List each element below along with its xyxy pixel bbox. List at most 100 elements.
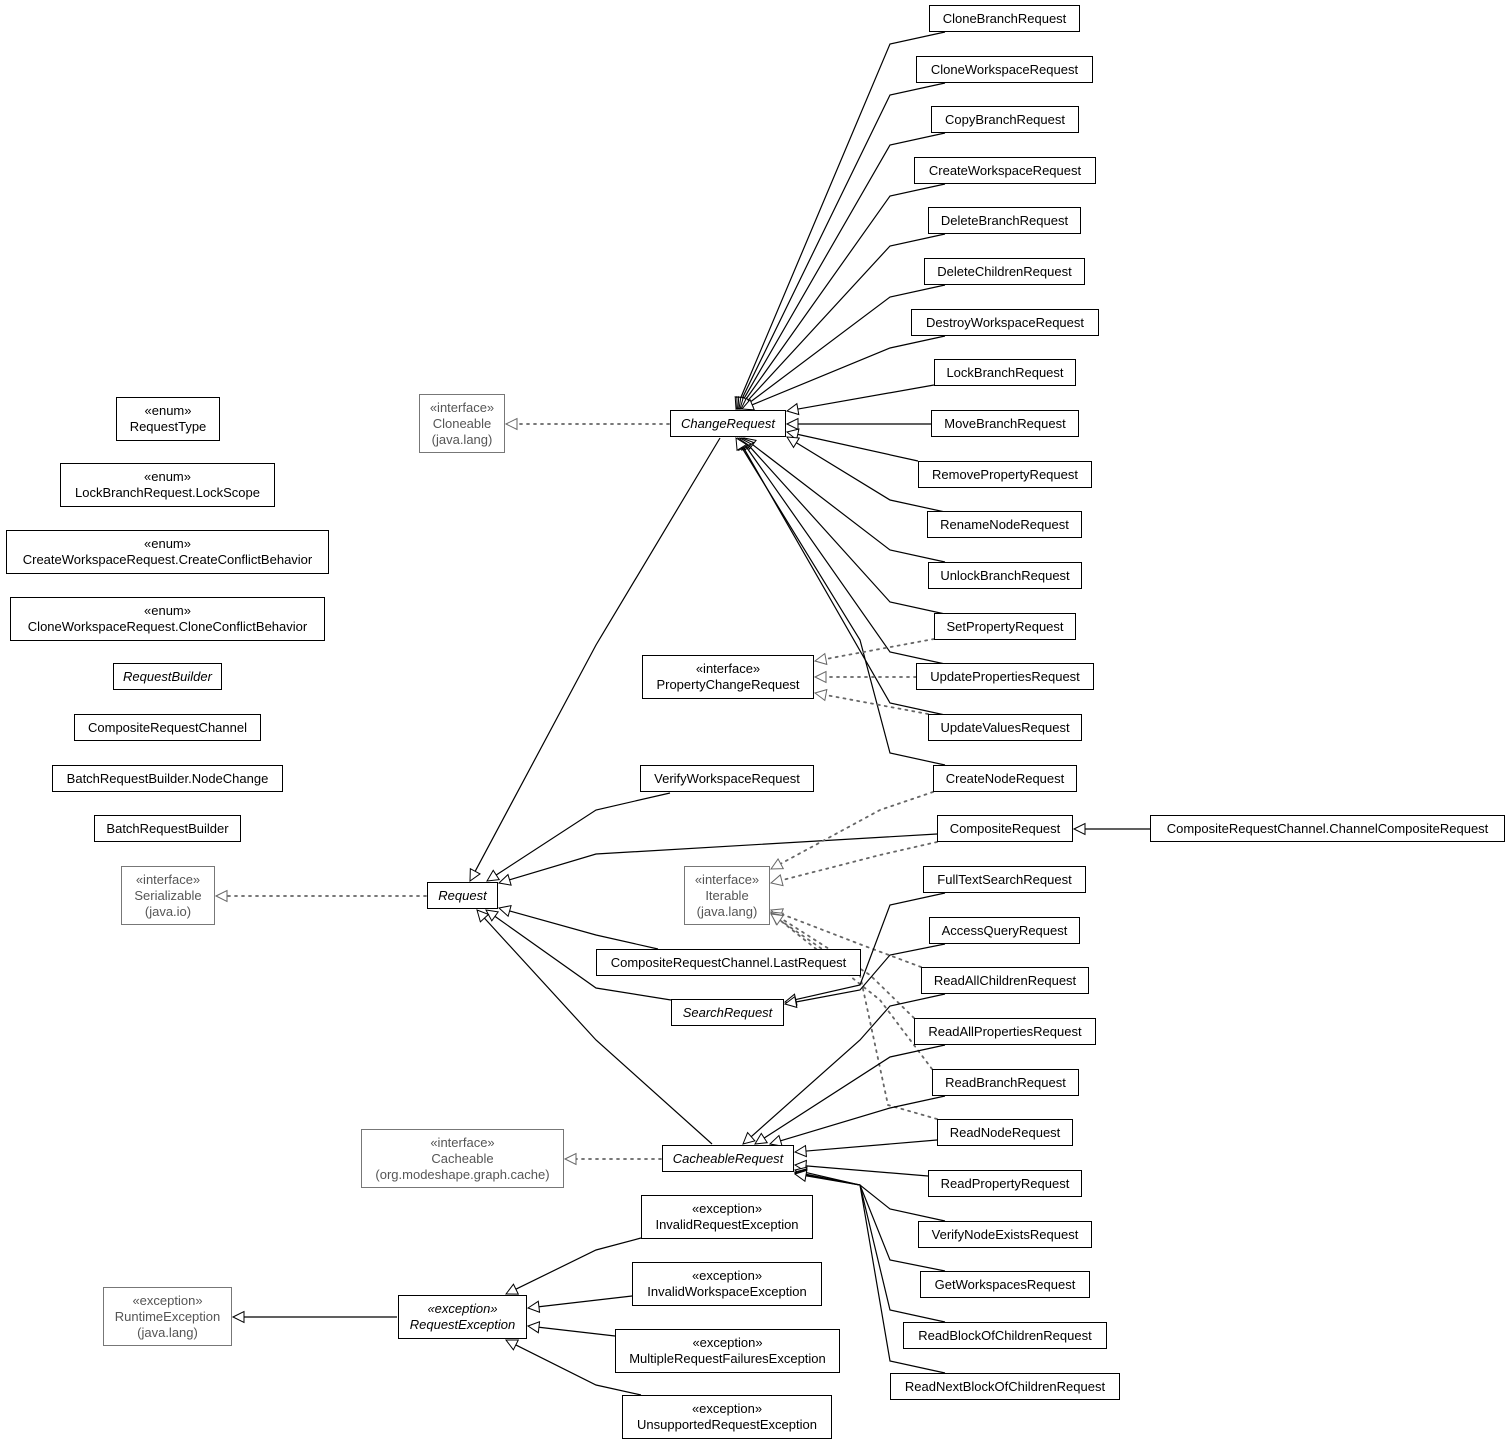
class-box-UpdateValuesRequest[interactable]: UpdateValuesRequest: [928, 714, 1082, 741]
class-name: RenameNodeRequest: [940, 516, 1069, 532]
class-box-BatchRequestBuilder[interactable]: BatchRequestBuilder: [94, 815, 241, 842]
class-box-ReadAllChildrenRequest[interactable]: ReadAllChildrenRequest: [921, 967, 1089, 994]
class-box-InvalidWorkspaceException[interactable]: «exception»InvalidWorkspaceException: [632, 1262, 822, 1306]
class-name: MoveBranchRequest: [944, 415, 1066, 431]
class-name: Cloneable: [432, 415, 492, 431]
class-box-LockScope[interactable]: «enum»LockBranchRequest.LockScope: [60, 463, 275, 507]
stereotype-label: «exception»: [427, 1301, 498, 1316]
class-box-CreateWorkspaceRequest[interactable]: CreateWorkspaceRequest: [914, 157, 1096, 184]
class-name: UpdatePropertiesRequest: [930, 668, 1080, 684]
class-box-CacheableRequest[interactable]: CacheableRequest: [662, 1145, 794, 1172]
class-box-CloneBranchRequest[interactable]: CloneBranchRequest: [929, 5, 1080, 32]
realization-edge-ReadNodeRequest-to-Iterable: [770, 913, 938, 1120]
class-box-RenameNodeRequest[interactable]: RenameNodeRequest: [927, 511, 1082, 538]
class-box-SearchRequest[interactable]: SearchRequest: [671, 999, 784, 1026]
class-box-SetPropertyRequest[interactable]: SetPropertyRequest: [934, 613, 1076, 640]
generalization-edge-CloneWorkspaceRequest-to-ChangeRequest: [736, 82, 946, 411]
class-box-GetWorkspacesRequest[interactable]: GetWorkspacesRequest: [920, 1271, 1090, 1298]
class-box-ChangeRequest[interactable]: ChangeRequest: [670, 410, 786, 437]
class-name: DestroyWorkspaceRequest: [926, 314, 1084, 330]
package-label: (java.lang): [696, 903, 758, 919]
generalization-edge-CreateWorkspaceRequest-to-ChangeRequest: [738, 183, 946, 410]
hollow-arrowhead-icon: [813, 670, 827, 684]
class-box-CopyBranchRequest[interactable]: CopyBranchRequest: [931, 106, 1079, 133]
class-name: UnsupportedRequestException: [637, 1417, 817, 1432]
class-box-ReadPropertyRequest[interactable]: ReadPropertyRequest: [928, 1170, 1082, 1197]
generalization-edge-LockBranchRequest-to-ChangeRequest: [785, 384, 935, 416]
class-box-Serializable[interactable]: «interface»Serializable(java.io): [121, 866, 215, 925]
class-box-ReadNodeRequest[interactable]: ReadNodeRequest: [937, 1119, 1073, 1146]
generalization-edge-ReadNodeRequest-to-CacheableRequest: [793, 1139, 938, 1158]
class-box-VerifyNodeExistsRequest[interactable]: VerifyNodeExistsRequest: [918, 1221, 1092, 1248]
class-name: VerifyWorkspaceRequest: [654, 770, 800, 786]
hollow-arrowhead-icon: [769, 874, 784, 887]
class-box-MultipleRequestFailuresException[interactable]: «exception»MultipleRequestFailuresExcept…: [615, 1329, 840, 1373]
class-box-Iterable[interactable]: «interface»Iterable(java.lang): [684, 866, 770, 925]
class-name: ReadBranchRequest: [945, 1074, 1066, 1090]
class-box-RemovePropertyRequest[interactable]: RemovePropertyRequest: [918, 461, 1092, 488]
class-box-LockBranchRequest[interactable]: LockBranchRequest: [934, 359, 1076, 386]
class-box-LastRequest[interactable]: CompositeRequestChannel.LastRequest: [596, 949, 861, 976]
class-name: FullTextSearchRequest: [937, 871, 1072, 887]
class-box-PropertyChangeRequest[interactable]: «interface»PropertyChangeRequest: [642, 655, 814, 699]
class-name: CreateNodeRequest: [945, 770, 1065, 786]
class-box-Cloneable[interactable]: «interface»Cloneable(java.lang): [419, 394, 505, 453]
class-box-FullTextSearchRequest[interactable]: FullTextSearchRequest: [923, 866, 1086, 893]
class-box-ReadBranchRequest[interactable]: ReadBranchRequest: [932, 1069, 1079, 1096]
realization-edge-CacheableRequest-to-Cacheable: [563, 1152, 662, 1166]
class-name: LockBranchRequest: [946, 364, 1064, 380]
stereotype-label: «exception»: [691, 1401, 763, 1416]
class-box-CompositeRequestChannel[interactable]: CompositeRequestChannel: [74, 714, 261, 741]
class-box-RequestException[interactable]: «exception»RequestException: [398, 1295, 527, 1339]
stereotype-label: «interface»: [695, 661, 761, 676]
package-label: (java.io): [144, 903, 192, 919]
class-name: ChangeRequest: [681, 415, 775, 431]
class-box-ReadNextBlockOfChildrenRequest[interactable]: ReadNextBlockOfChildrenRequest: [890, 1373, 1120, 1400]
class-box-InvalidRequestException[interactable]: «exception»InvalidRequestException: [641, 1195, 813, 1239]
class-box-ReadBlockOfChildrenRequest[interactable]: ReadBlockOfChildrenRequest: [903, 1322, 1107, 1349]
class-box-CreateConflictBehavior[interactable]: «enum»CreateWorkspaceRequest.CreateConfl…: [6, 530, 329, 574]
class-name: MultipleRequestFailuresException: [629, 1351, 826, 1366]
class-box-ChannelCompositeRequest[interactable]: CompositeRequestChannel.ChannelComposite…: [1150, 815, 1505, 842]
class-box-VerifyWorkspaceRequest[interactable]: VerifyWorkspaceRequest: [640, 765, 814, 792]
generalization-edge-DestroyWorkspaceRequest-to-ChangeRequest: [740, 335, 946, 411]
package-label: (java.lang): [137, 1324, 198, 1340]
class-name: CompositeRequestChannel: [88, 719, 247, 735]
class-box-DeleteChildrenRequest[interactable]: DeleteChildrenRequest: [924, 258, 1085, 285]
class-box-CloneWorkspaceRequest[interactable]: CloneWorkspaceRequest: [916, 56, 1093, 83]
hollow-arrowhead-icon: [740, 398, 756, 411]
realization-edge-CompositeRequest-to-Iterable: [769, 841, 938, 887]
class-name: UnlockBranchRequest: [940, 567, 1070, 583]
class-box-DeleteBranchRequest[interactable]: DeleteBranchRequest: [928, 207, 1081, 234]
class-box-Cacheable[interactable]: «interface»Cacheable(org.modeshape.graph…: [361, 1129, 564, 1188]
class-box-CloneConflictBehavior[interactable]: «enum»CloneWorkspaceRequest.CloneConflic…: [10, 597, 325, 641]
generalization-edge-RenameNodeRequest-to-ChangeRequest: [786, 436, 946, 513]
class-box-Request[interactable]: Request: [427, 882, 498, 909]
class-box-CompositeRequest[interactable]: CompositeRequest: [937, 815, 1073, 842]
class-box-MoveBranchRequest[interactable]: MoveBranchRequest: [931, 410, 1079, 437]
class-box-NodeChange[interactable]: BatchRequestBuilder.NodeChange: [52, 765, 283, 792]
class-box-AccessQueryRequest[interactable]: AccessQueryRequest: [929, 917, 1080, 944]
hollow-arrowhead-icon: [214, 889, 228, 903]
class-name: RuntimeException: [114, 1308, 221, 1324]
class-name: CompositeRequestChannel.LastRequest: [610, 954, 847, 970]
class-name: CreateWorkspaceRequest.CreateConflictBeh…: [22, 552, 313, 567]
class-box-UnlockBranchRequest[interactable]: UnlockBranchRequest: [928, 562, 1082, 589]
class-name: Request: [438, 887, 487, 903]
class-name: UpdateValuesRequest: [940, 719, 1070, 735]
class-box-RequestType[interactable]: «enum»RequestType: [116, 397, 220, 441]
class-name: RequestBuilder: [123, 668, 212, 684]
class-box-UnsupportedRequestException[interactable]: «exception»UnsupportedRequestException: [622, 1395, 832, 1439]
class-box-DestroyWorkspaceRequest[interactable]: DestroyWorkspaceRequest: [911, 309, 1099, 336]
class-box-ReadAllPropertiesRequest[interactable]: ReadAllPropertiesRequest: [914, 1018, 1096, 1045]
stereotype-label: «exception»: [692, 1335, 763, 1350]
class-box-RequestBuilder[interactable]: RequestBuilder: [113, 663, 222, 690]
class-box-RuntimeException[interactable]: «exception»RuntimeException(java.lang): [103, 1287, 232, 1346]
hollow-arrowhead-icon: [526, 1321, 541, 1334]
class-name: RemovePropertyRequest: [932, 466, 1078, 482]
generalization-edge-ReadAllChildrenRequest-to-CacheableRequest: [742, 993, 946, 1145]
class-box-CreateNodeRequest[interactable]: CreateNodeRequest: [933, 765, 1077, 792]
class-box-UpdatePropertiesRequest[interactable]: UpdatePropertiesRequest: [916, 663, 1094, 690]
